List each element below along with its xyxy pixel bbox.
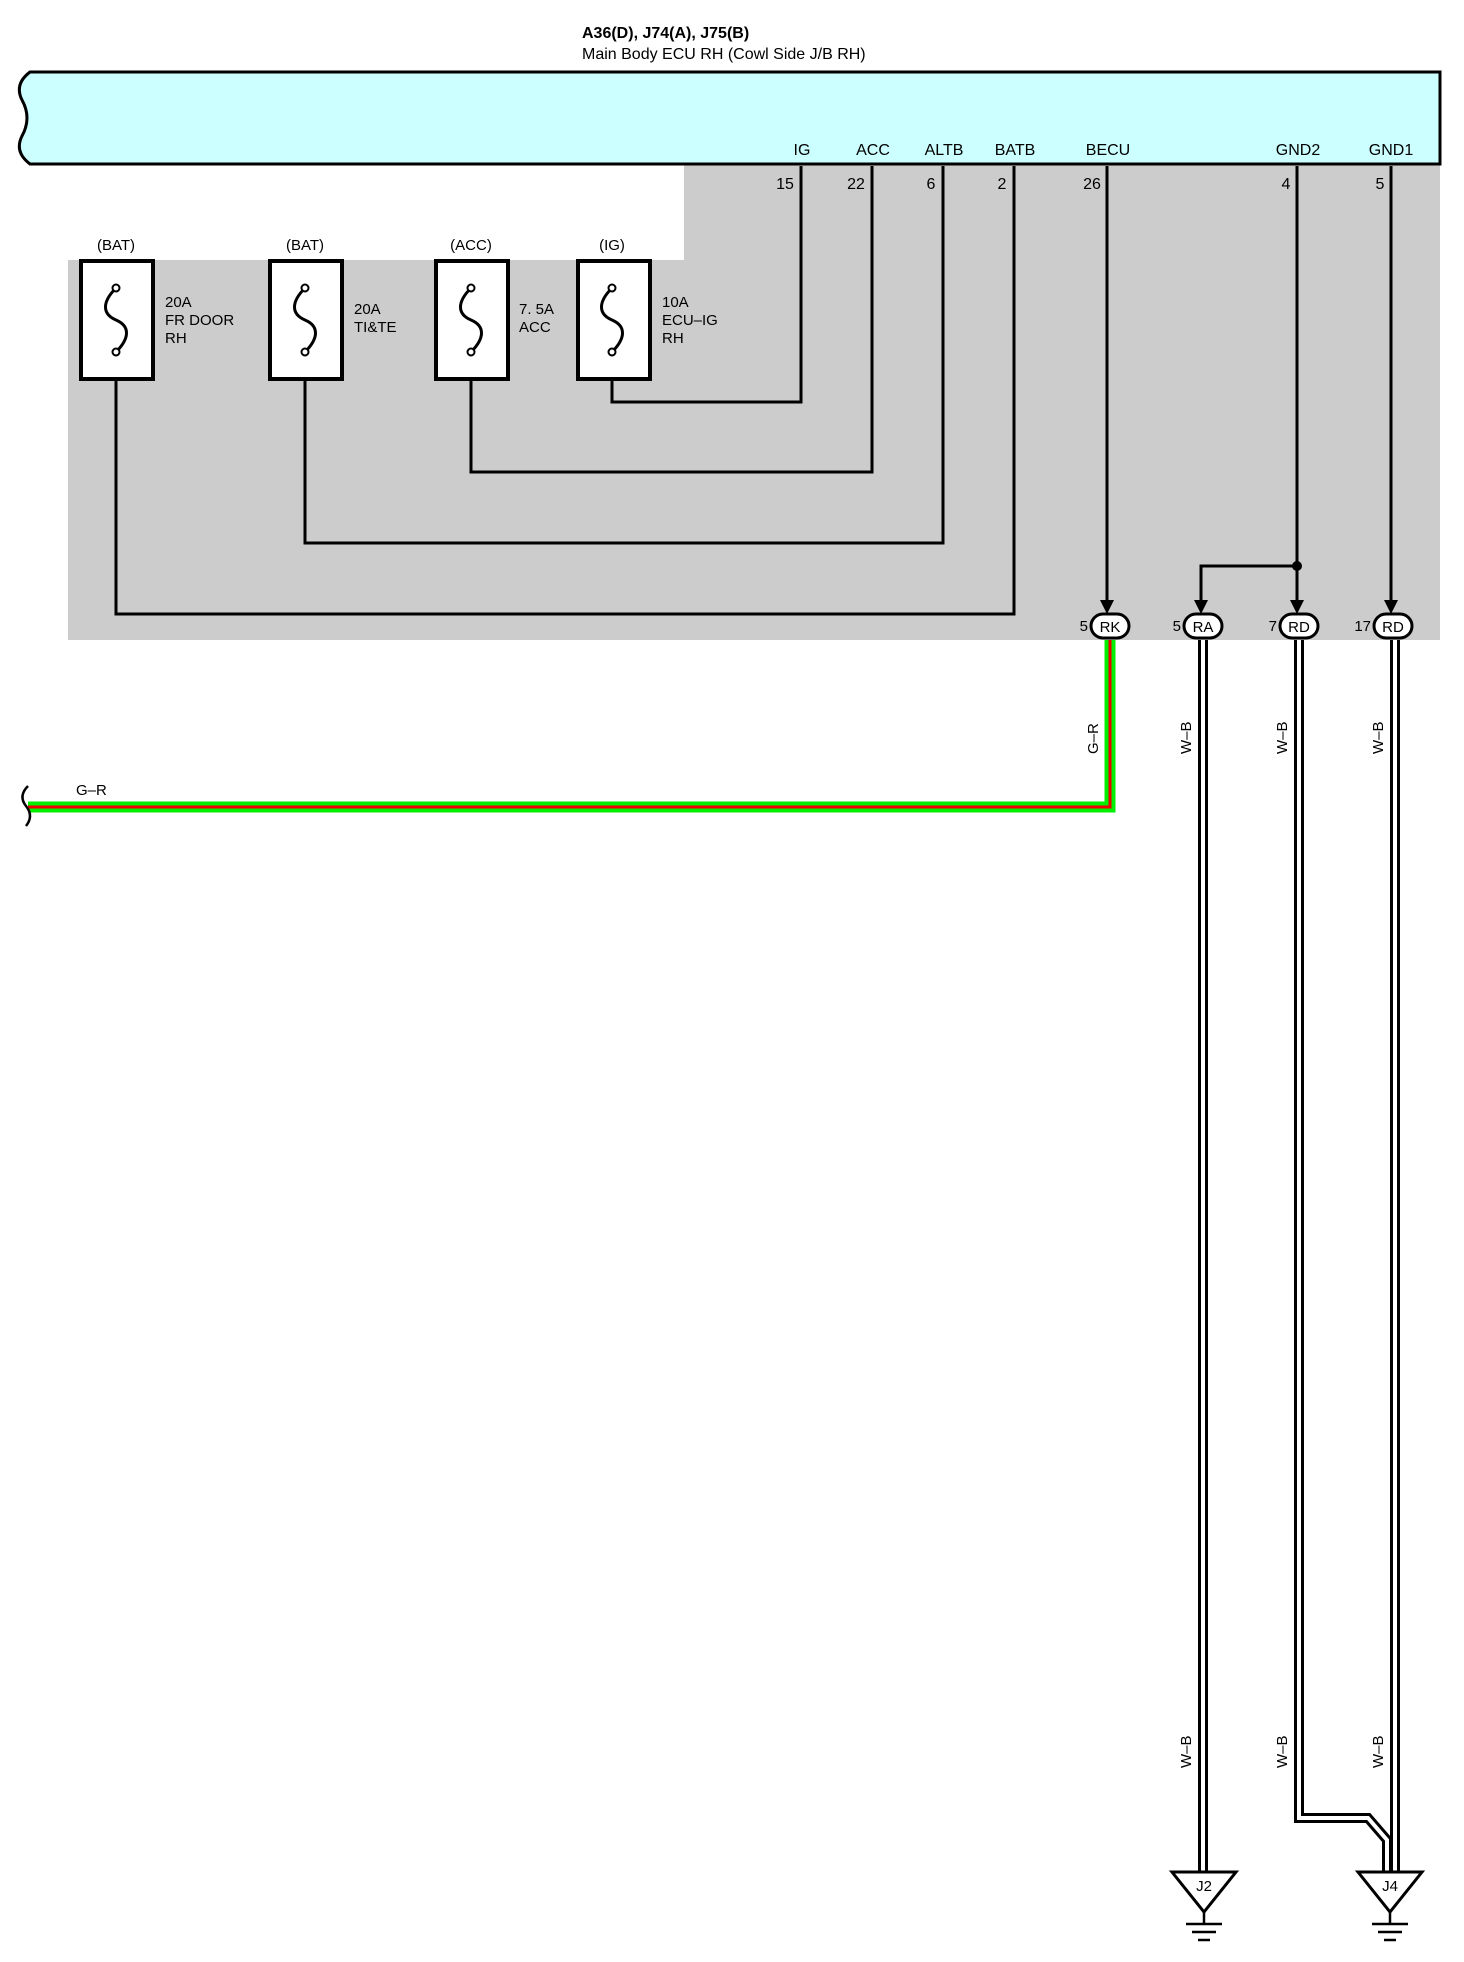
fuse-source-label: (BAT) xyxy=(97,237,135,254)
pin-altb: 6 xyxy=(927,176,936,193)
fuse-name: FR DOOR xyxy=(165,312,234,329)
terminal-acc: ACC xyxy=(856,142,890,159)
connector-ids: A36(D), J74(A), J75(B) xyxy=(582,25,749,42)
fuse-rating: 7. 5A xyxy=(519,301,554,318)
fuse-rating: 20A xyxy=(165,294,192,311)
splice-point xyxy=(1292,561,1302,571)
ground-j2: J2 xyxy=(1168,1870,1240,1942)
fuse-acc: (ACC) 7. 5A ACC xyxy=(434,237,554,381)
fuse-fr-door-rh: (BAT) 20A FR DOOR RH xyxy=(79,237,234,381)
fuse-ti-te: (BAT) 20A TI&TE xyxy=(268,237,397,381)
wire-label-g-r-vertical: G–R xyxy=(1085,723,1102,754)
connector-arrows xyxy=(1100,600,1398,614)
wire-g-r: G–R G–R xyxy=(21,640,1116,827)
connector-code: RD xyxy=(1288,619,1310,636)
ground-label: J2 xyxy=(1196,1878,1212,1895)
fuse-name-line2: RH xyxy=(165,330,187,347)
component-name: Main Body ECU RH (Cowl Side J/B RH) xyxy=(582,46,866,63)
terminal-gnd1: GND1 xyxy=(1369,142,1414,159)
connector-rd-17: 17 RD xyxy=(1354,612,1414,640)
pin-batb: 2 xyxy=(998,176,1007,193)
pin-gnd1: 5 xyxy=(1376,176,1385,193)
fuse-source-label: (ACC) xyxy=(450,237,492,254)
connector-code: RD xyxy=(1382,619,1404,636)
wire-label-w-b-lower: W–B xyxy=(1274,1735,1291,1768)
connector-pin: 17 xyxy=(1354,618,1371,635)
pin-becu: 26 xyxy=(1083,176,1101,193)
connector-rk: 5 RK xyxy=(1080,612,1131,640)
connector-code: RK xyxy=(1100,619,1121,636)
fuse-source-label: (IG) xyxy=(599,237,625,254)
wire-label-w-b: W–B xyxy=(1178,721,1195,754)
wire-label-w-b-lower: W–B xyxy=(1178,1735,1195,1768)
wire-label-g-r: G–R xyxy=(76,782,107,799)
connector-ra: 5 RA xyxy=(1173,612,1224,640)
fuse-name-line2: RH xyxy=(662,330,684,347)
connector-pin: 5 xyxy=(1173,618,1181,635)
connector-pin: 5 xyxy=(1080,618,1088,635)
wire-w-b-ra: W–B W–B xyxy=(1178,640,1208,1872)
fuse-source-label: (BAT) xyxy=(286,237,324,254)
terminal-altb: ALTB xyxy=(925,142,964,159)
fuse-rating: 20A xyxy=(354,301,381,318)
connector-code: RA xyxy=(1193,619,1214,636)
wire-w-b-rd-7: W–B W–B xyxy=(1274,640,1392,1872)
fuse-ecu-ig-rh: (IG) 10A ECU–IG RH xyxy=(576,237,718,381)
terminal-batb: BATB xyxy=(995,142,1036,159)
fuse-rating: 10A xyxy=(662,294,689,311)
fuse-name: ECU–IG xyxy=(662,312,718,329)
ecu-box xyxy=(17,70,1442,166)
wire-label-w-b: W–B xyxy=(1370,721,1387,754)
wire-w-b-rd-17: W–B W–B xyxy=(1370,640,1400,1872)
internal-wiring xyxy=(114,166,1393,616)
fuse-name: ACC xyxy=(519,319,551,336)
ground-label: J4 xyxy=(1382,1878,1398,1895)
wire-label-w-b-lower: W–B xyxy=(1370,1735,1387,1768)
terminal-ig: IG xyxy=(794,142,811,159)
pin-acc: 22 xyxy=(847,176,865,193)
connector-rd-7: 7 RD xyxy=(1269,612,1320,640)
ground-j4: J4 xyxy=(1354,1870,1426,1942)
wire-label-w-b: W–B xyxy=(1274,721,1291,754)
fuse-name: TI&TE xyxy=(354,319,397,336)
terminal-becu: BECU xyxy=(1086,142,1130,159)
terminal-gnd2: GND2 xyxy=(1276,142,1321,159)
pin-ig: 15 xyxy=(776,176,794,193)
connector-pin: 7 xyxy=(1269,618,1277,635)
pin-gnd2: 4 xyxy=(1282,176,1291,193)
